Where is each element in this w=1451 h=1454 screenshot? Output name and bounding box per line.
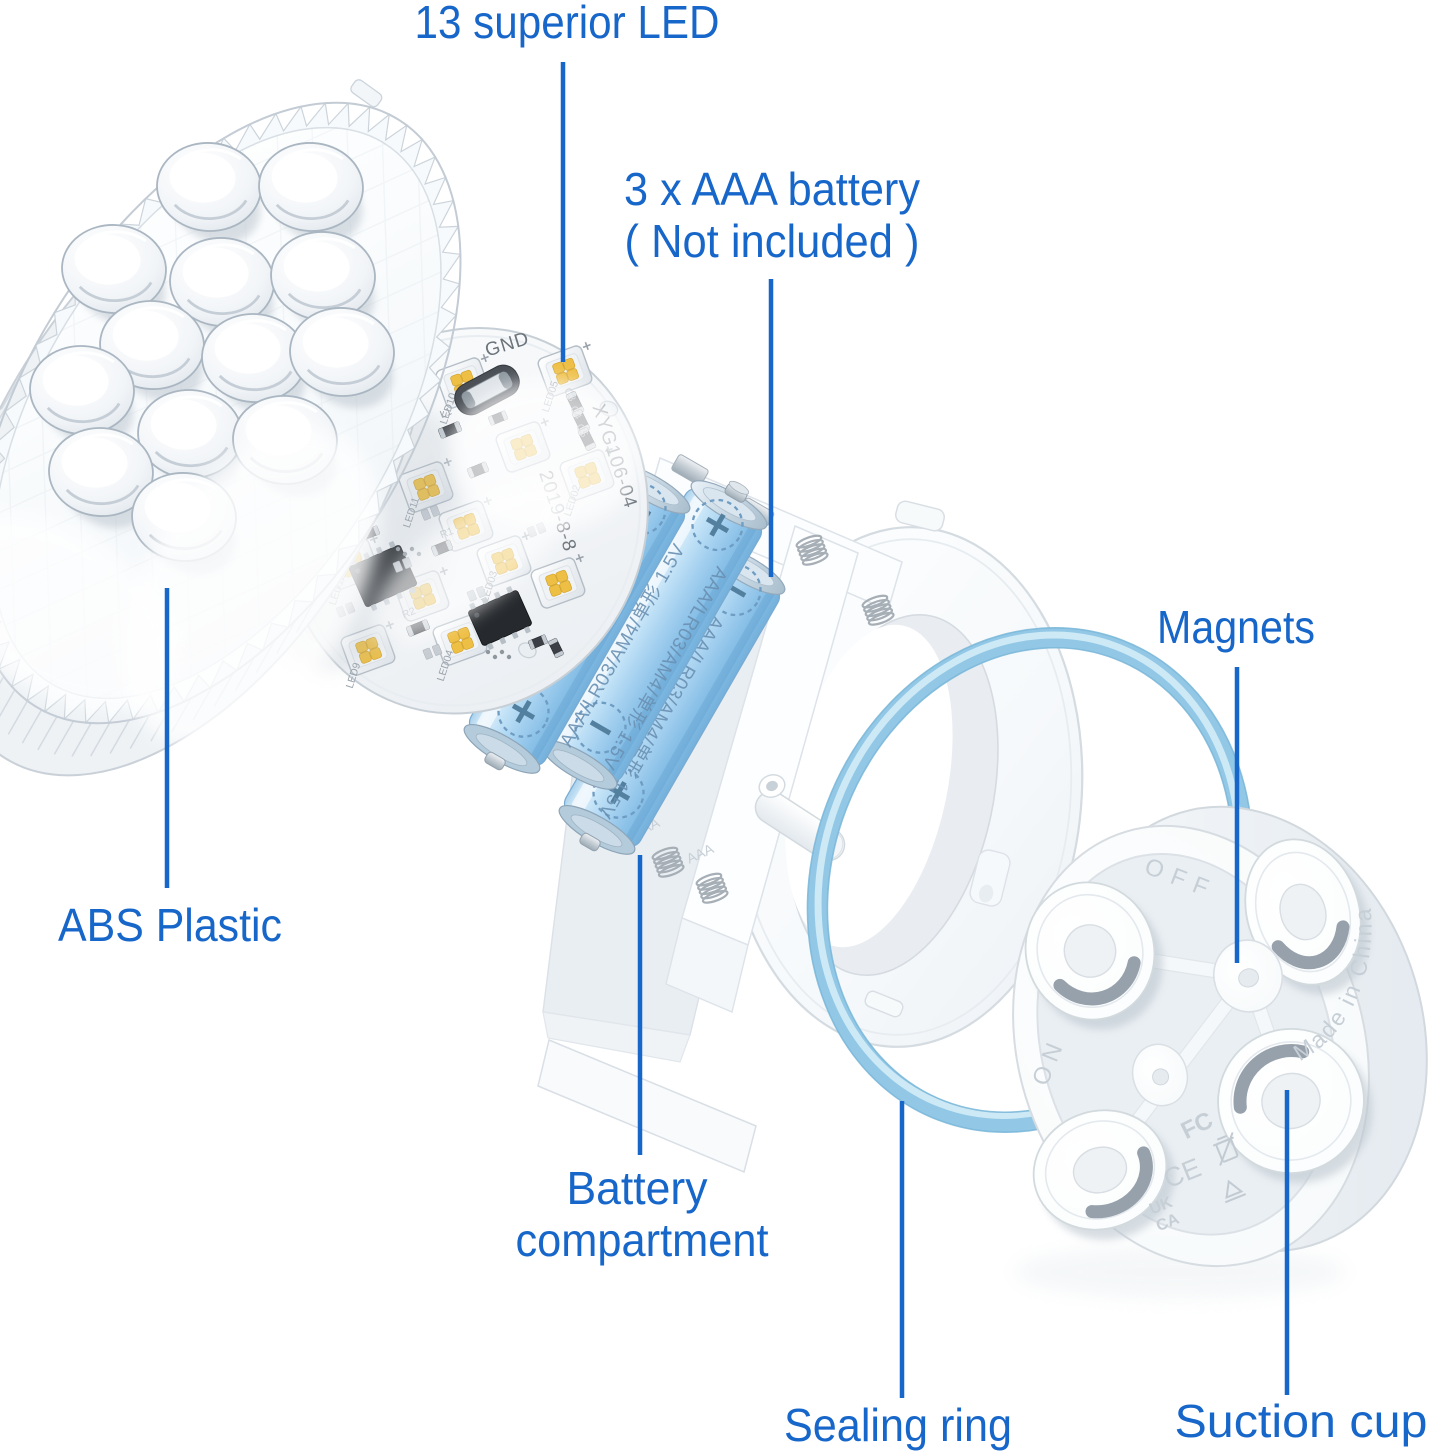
compartment-callout-label-1: Battery	[567, 1162, 708, 1214]
plus-icon	[511, 700, 536, 724]
via-cluster	[485, 649, 512, 660]
plus-icon	[705, 513, 730, 537]
pcb-ref-label: L1	[438, 405, 453, 421]
cup-hole	[1072, 1146, 1128, 1194]
abs-plastic-callout-label: ABS Plastic	[58, 899, 282, 951]
compartment-callout-label-2: compartment	[516, 1214, 769, 1266]
compartment-hole	[758, 773, 786, 799]
crossed-bin-icon	[1212, 1132, 1239, 1166]
dome-notch	[350, 79, 383, 108]
collar-tab-top	[894, 500, 946, 532]
led-dome	[0, 49, 534, 777]
battery-callout-label-2: ( Not included )	[625, 215, 920, 267]
suction-cup-3	[1032, 1109, 1175, 1240]
compartment-divider-foot	[665, 917, 749, 1013]
suction-cup-4	[1217, 1028, 1373, 1184]
cup-slot	[1085, 1146, 1153, 1219]
magnets-callout-label: Magnets	[1157, 601, 1315, 653]
recycle-icon	[1224, 1179, 1247, 1204]
suction-cup-2	[1024, 881, 1163, 1030]
dome-flare	[0, 515, 178, 709]
contact-plate	[671, 454, 709, 486]
cup-hole	[1261, 1072, 1321, 1130]
battery-nub	[484, 751, 506, 771]
minus-icon	[589, 719, 612, 736]
battery-polarity-ring	[709, 563, 762, 617]
battery-polarity-ring	[691, 498, 744, 552]
led-callout-label: 13 superior LED	[415, 0, 720, 48]
battery-nub	[579, 832, 601, 852]
suction-cup-callout-label: Suction cup	[1175, 1395, 1428, 1447]
cup-flange-line	[1036, 893, 1144, 1009]
cup-slot	[1053, 956, 1141, 1006]
magnet-boss-2	[1131, 1043, 1189, 1107]
battery-polarity-ring	[574, 701, 627, 754]
collar-inner-clip	[969, 849, 1011, 907]
cup-hole	[1279, 883, 1327, 941]
dome-flare	[122, 427, 379, 746]
compartment-front-rim	[537, 1038, 757, 1174]
cup-slot	[1233, 1044, 1310, 1114]
callouts: 13 superior LED 3 x AAA battery( Not incl…	[58, 0, 1428, 1451]
cup-hole	[1063, 924, 1117, 978]
crystal-oscillator	[454, 364, 520, 416]
dome-outer-edge	[0, 101, 462, 725]
cup-flange-line	[1254, 851, 1352, 973]
lens-flare	[371, 380, 640, 642]
suction-cup-1	[1244, 838, 1370, 995]
cup-flange-line	[1044, 1120, 1156, 1220]
cup-slot	[1271, 920, 1350, 970]
battery-callout-label-1: 3 x AAA battery	[624, 163, 920, 215]
battery-polarity-ring	[592, 766, 645, 819]
collar-tab-bottom	[864, 990, 904, 1018]
cup-flange-line	[1230, 1041, 1352, 1161]
sealing-ring-callout-label: Sealing ring	[784, 1399, 1012, 1451]
